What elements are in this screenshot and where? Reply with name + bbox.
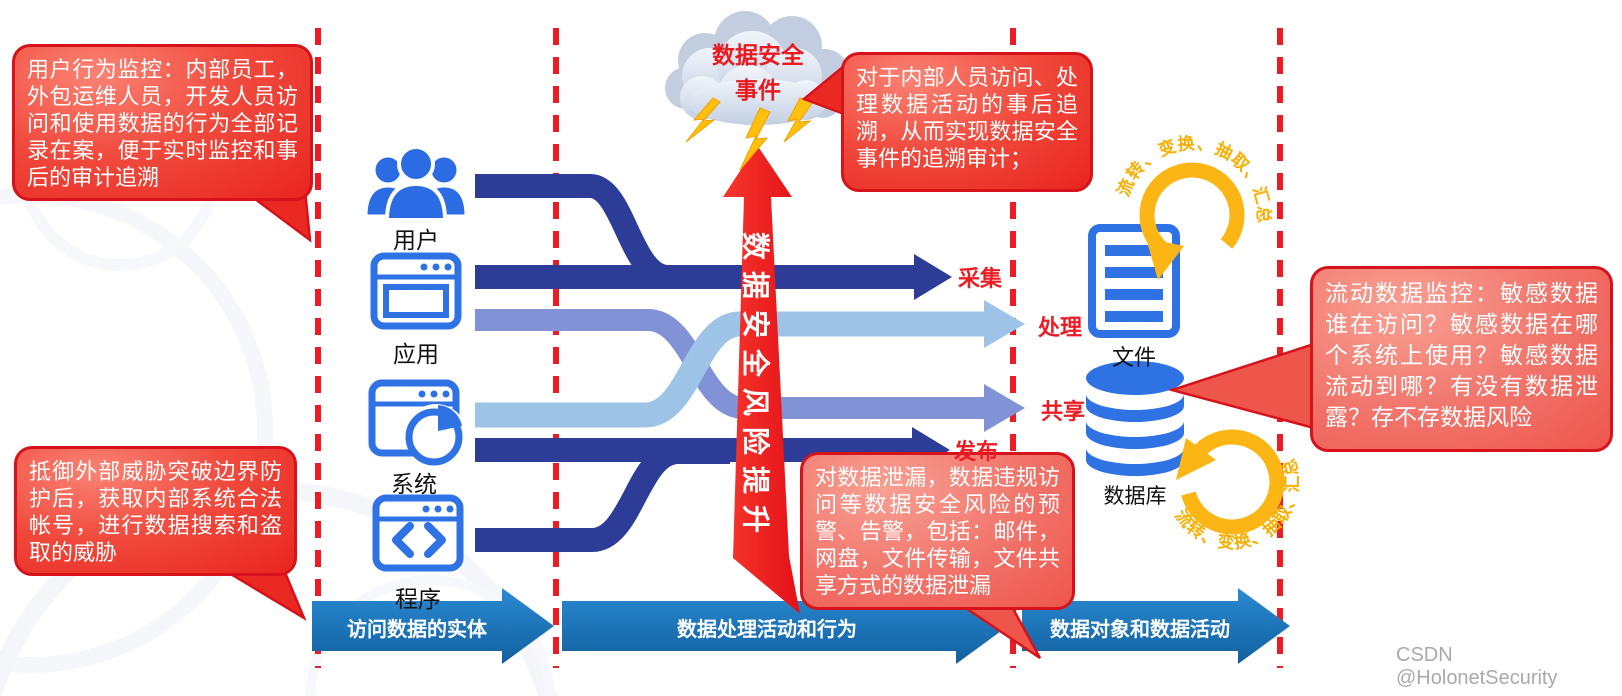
lightning-middle	[739, 107, 771, 171]
arrowhead-collect	[914, 254, 952, 300]
file-cycle-arrowhead	[1146, 238, 1184, 280]
risk-arrow	[723, 145, 800, 614]
app-browser-icon	[370, 252, 462, 330]
cloud-label-line2: 事件	[735, 77, 781, 103]
program-browser-icon	[372, 494, 464, 572]
file-cycle-label: 流转、变换、抽取、汇总	[1113, 133, 1273, 224]
arrowhead-share	[984, 384, 1025, 432]
entity-label-program: 程序	[395, 586, 441, 612]
bottom-arrow-3	[1022, 588, 1290, 664]
stage-label-collect: 采集	[958, 266, 1003, 291]
arrowhead-process	[984, 300, 1025, 348]
bottom-arrow-1	[312, 588, 554, 664]
bubble-flow-monitor: 流动数据监控：敏感数据谁在访问？敏感数据在哪个系统上使用？敏感数据流动到哪？有没…	[1310, 266, 1613, 452]
watermark-text: CSDN @HolonetSecurity	[1396, 644, 1558, 689]
database-cycle-arrowhead	[1176, 438, 1216, 480]
code-chevron-right	[424, 522, 446, 558]
lightning-right	[783, 97, 814, 143]
object-label-database: 数据库	[1103, 485, 1167, 508]
bubble-tail-external-threat	[219, 568, 307, 622]
bubble-user-behavior: 用户行为监控：内部员工，外包运维人员，开发人员访问和使用数据的行为全部记录在案，…	[12, 44, 313, 201]
bubble-tails	[219, 63, 1316, 660]
cloud-label-line1: 数据安全	[712, 42, 804, 68]
bubble-trace-audit: 对于内部人员访问、处理数据活动的事后追溯，从而实现数据安全事件的追溯审计；	[841, 52, 1093, 192]
ribbon-system-process	[475, 311, 986, 428]
pie-wedge	[438, 405, 462, 431]
users-icon	[364, 145, 468, 222]
lightning-left	[685, 97, 721, 143]
bottom-arrow-label-2: 数据处理活动和行为	[677, 619, 857, 641]
entity-label-app: 应用	[393, 341, 439, 367]
code-chevron-left	[392, 522, 414, 558]
lightning-bolts	[685, 97, 814, 171]
stage-label-publish: 发布	[954, 439, 999, 464]
stage-label-process: 处理	[1038, 315, 1083, 340]
bottom-arrow-label-3: 数据对象和数据活动	[1050, 619, 1230, 641]
flow-ribbons	[475, 174, 1025, 552]
bottom-arrow-label-1: 访问数据的实体	[347, 619, 487, 641]
bubble-leak-alert: 对数据泄漏，数据违规访问等数据安全风险的预警、告警，包括：邮件，网盘，文件传输，…	[800, 452, 1075, 610]
bubble-external-threat: 抵御外部威胁突破边界防护后，获取内部系统合法帐号，进行数据搜索和盗取的威胁	[14, 446, 297, 576]
object-label-file: 文件	[1111, 345, 1156, 370]
svg-text:流转、变换、抽取、汇总: 流转、变换、抽取、汇总	[1113, 133, 1274, 224]
ribbon-user-collect	[475, 174, 916, 289]
entity-label-system: 系统	[391, 471, 437, 497]
risk-arrow-label: 数据安全风险提升	[740, 231, 771, 544]
stage-label-share: 共享	[1041, 399, 1086, 424]
entity-label-user: 用户	[393, 227, 439, 253]
database-icon	[1086, 361, 1184, 476]
bubble-tail-flow-monitor	[1167, 342, 1316, 430]
ribbon-program-publish	[475, 440, 730, 552]
system-browser-icon	[368, 379, 467, 466]
